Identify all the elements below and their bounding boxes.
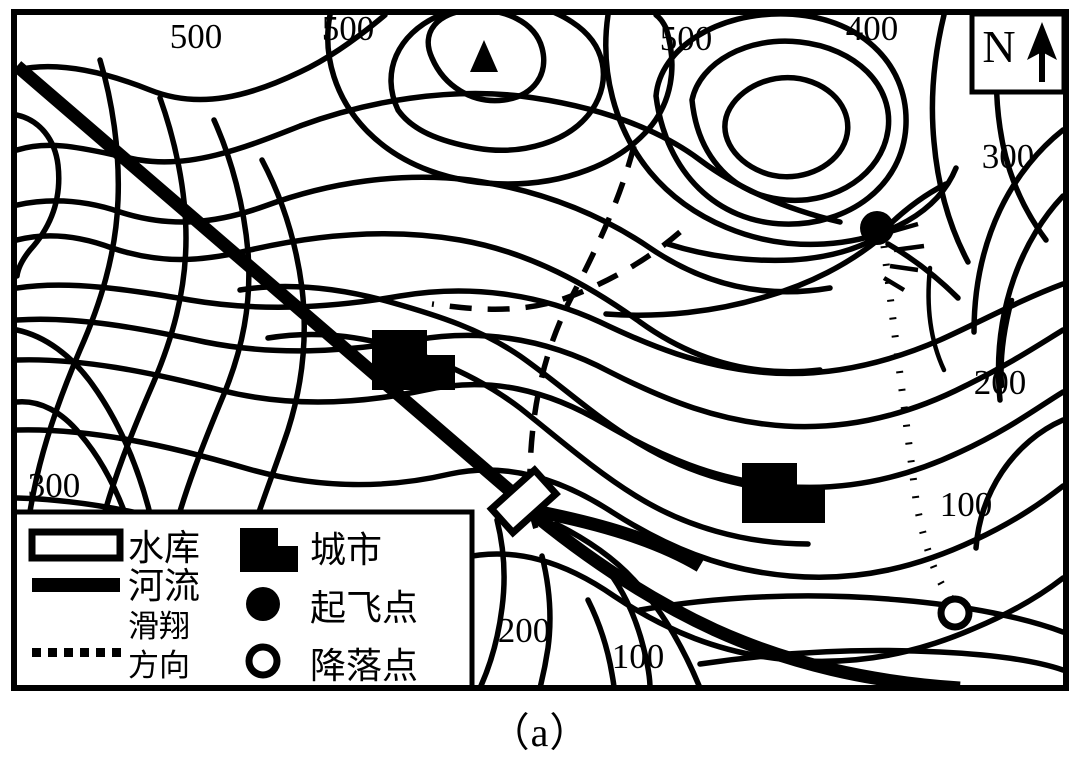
city-symbol-east[interactable] xyxy=(742,463,825,523)
landing-point-marker[interactable] xyxy=(937,595,973,631)
ridge-lines xyxy=(431,145,682,542)
river xyxy=(17,61,961,685)
north-letter: N xyxy=(982,21,1015,72)
contour-label: 500 xyxy=(170,17,223,56)
contour-label: 100 xyxy=(940,485,993,524)
contour-label: 400 xyxy=(846,9,899,48)
contour-label: 300 xyxy=(982,137,1035,176)
north-arrow: N xyxy=(969,15,1063,95)
legend-river-symbol xyxy=(32,578,120,592)
reservoir-symbol[interactable] xyxy=(486,465,561,538)
ridge-line-branch xyxy=(431,229,682,312)
takeoff-point-marker[interactable] xyxy=(860,211,894,245)
city-symbol-west[interactable] xyxy=(372,330,455,390)
legend-reservoir-symbol xyxy=(28,528,124,562)
contour-labels: 500 500 500 400 300 200 100 300 200 100 xyxy=(28,9,1035,676)
legend-takeoff-symbol xyxy=(246,587,280,621)
cliff-hachure-marks xyxy=(882,221,925,292)
peak-triangle-icon xyxy=(470,40,498,72)
legend-label-city: 城市 xyxy=(310,530,382,571)
contour-label: 500 xyxy=(322,9,375,48)
north-arrow-icon xyxy=(1027,22,1057,82)
contour-label: 200 xyxy=(498,611,551,650)
map-frame xyxy=(11,9,1069,691)
legend: 水库 河流 滑翔 方向 城市 xyxy=(17,509,475,687)
contour-label: 200 xyxy=(974,363,1027,402)
figure-caption: （a） xyxy=(489,710,591,755)
legend-city-symbol xyxy=(240,528,298,572)
legend-label-takeoff: 起飞点 xyxy=(310,588,418,629)
contour-label: 500 xyxy=(660,19,713,58)
contour-label: 100 xyxy=(612,637,665,676)
legend-label-river: 河流 xyxy=(128,566,200,607)
legend-label-glide-line1: 滑翔 xyxy=(128,609,190,645)
legend-glide-symbol xyxy=(32,648,121,657)
ridge-line-main xyxy=(526,145,637,542)
glide-path xyxy=(880,245,956,603)
legend-label-landing: 降落点 xyxy=(310,646,418,687)
legend-landing-symbol xyxy=(245,643,281,679)
contour-label: 300 xyxy=(28,466,81,505)
legend-label-reservoir: 水库 xyxy=(128,528,200,569)
topographic-map: 500 500 500 400 300 200 100 300 200 100 … xyxy=(11,9,1069,691)
legend-label-glide-line2: 方向 xyxy=(128,648,190,684)
